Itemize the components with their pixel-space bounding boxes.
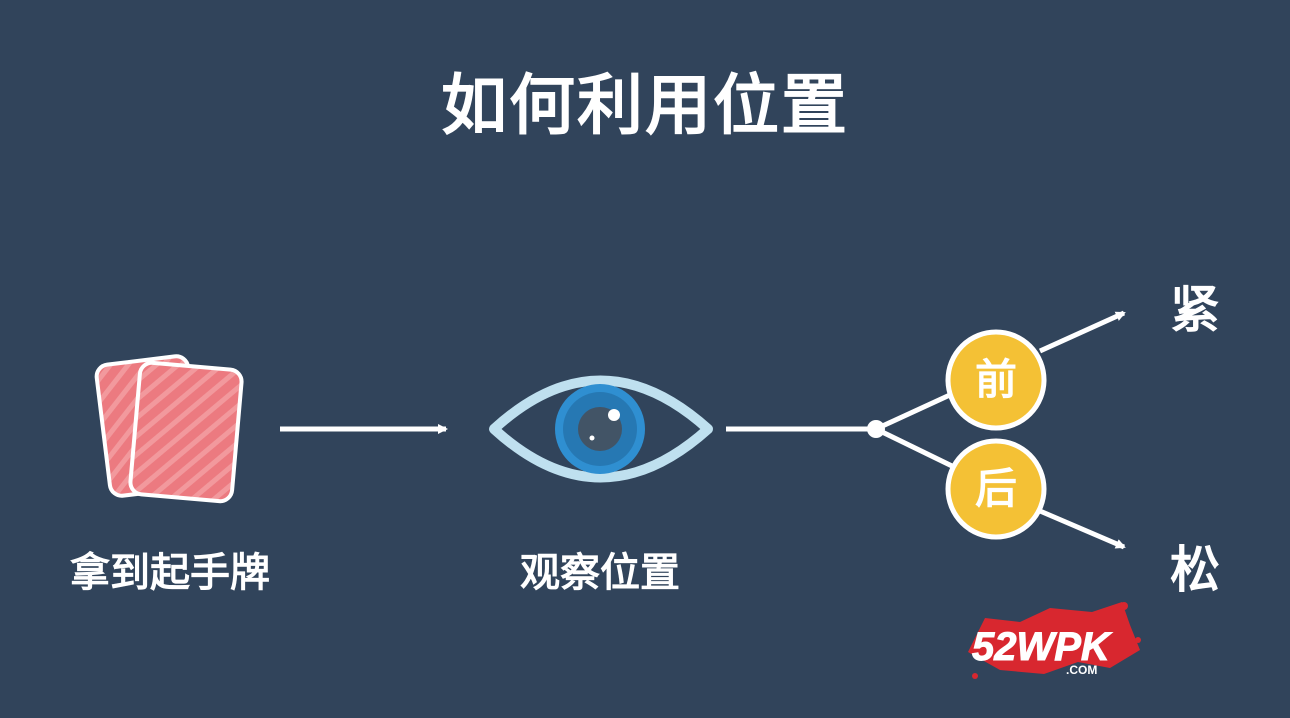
branch-line-back [874,426,954,469]
arrow-back-to-loose [1039,508,1126,550]
watermark-logo: 52WPK .COM [968,602,1141,679]
step-observe-label: 观察位置 [520,550,680,596]
watermark-subtext: .COM [1066,663,1097,677]
front-circle [945,329,1047,431]
cards-icon [94,354,244,504]
branch-front-label: 前 [974,355,1017,404]
watermark-text: 52WPK [972,625,1113,669]
slide-title: 如何利用位置 [441,67,849,144]
step-cards-label: 拿到起手牌 [70,550,270,596]
arrow-front-to-tight [1038,310,1126,354]
eye-icon [489,375,713,483]
outcome-tight-label: 紧 [1170,281,1220,339]
back-circle [945,438,1047,540]
branch-back-label: 后 [974,464,1017,513]
branch-line-front [874,391,954,432]
outcome-loose-label: 松 [1170,541,1220,599]
